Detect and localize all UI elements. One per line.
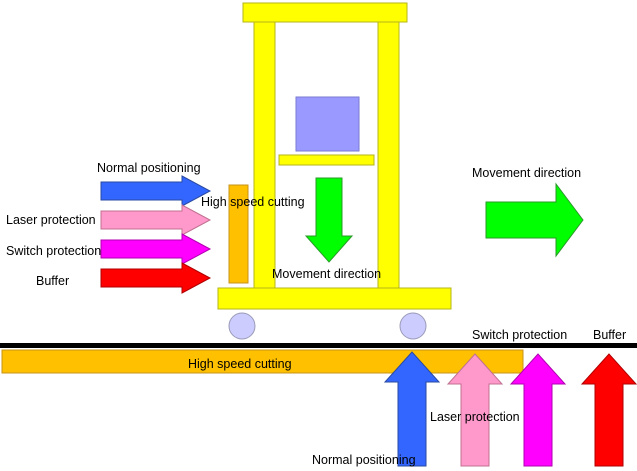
machine-frame	[217, 2, 452, 310]
switch-protection-label-left: Switch protection	[6, 244, 102, 258]
high-speed-cutting-label-rail: High speed cutting	[188, 357, 292, 371]
laser-protection-arrow-left	[100, 204, 212, 236]
vertical-high-speed-cutting-bar	[228, 184, 249, 284]
left-wheel	[228, 312, 256, 340]
buffer-label-left: Buffer	[36, 274, 70, 288]
switch-protection-arrow-left	[100, 233, 212, 265]
frame-top-beam	[242, 2, 408, 23]
movement-down-arrow	[304, 177, 354, 263]
laser-protection-label-left: Laser protection	[6, 213, 96, 227]
frame-left-column	[253, 21, 276, 291]
frame-base-beam	[217, 287, 452, 310]
horizontal-high-speed-cutting-bar	[1, 349, 524, 374]
normal-positioning-arrow-left	[100, 175, 212, 207]
normal-positioning-label-left: Normal positioning	[97, 161, 201, 175]
buffer-arrow-bottom	[580, 353, 637, 467]
buffer-label-bottom: Buffer	[593, 328, 627, 342]
high-speed-cutting-label-vertical: High speed cutting	[201, 195, 305, 209]
buffer-arrow-left	[100, 262, 212, 294]
frame-right-column	[377, 21, 400, 291]
switch-protection-arrow-bottom	[509, 353, 567, 467]
normal-positioning-label-bottom: Normal positioning	[312, 453, 416, 467]
movement-right-arrow	[485, 182, 584, 258]
switch-protection-label-bottom: Switch protection	[472, 328, 568, 342]
track-line	[0, 343, 637, 348]
cutting-head-shelf	[278, 154, 375, 166]
movement-direction-label-down: Movement direction	[272, 267, 382, 281]
laser-protection-label-bottom: Laser protection	[430, 410, 520, 424]
cutting-head-block	[295, 96, 360, 152]
right-wheel	[399, 312, 427, 340]
movement-direction-label-right: Movement direction	[472, 166, 582, 180]
laser-protection-arrow-bottom	[446, 353, 504, 467]
normal-positioning-arrow-bottom	[383, 351, 441, 467]
